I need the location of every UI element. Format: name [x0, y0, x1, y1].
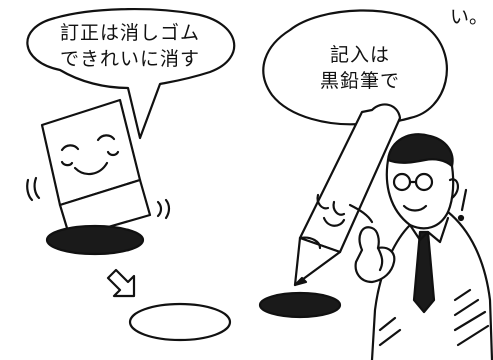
empty-mark-oval [128, 302, 232, 342]
arrow-icon [106, 268, 136, 298]
eraser-bubble-text: 訂正は消しゴム できれいに消す [40, 20, 220, 72]
eraser-bubble-line-2: できれいに消す [59, 48, 200, 70]
pencil-character [293, 103, 402, 287]
man-figure [354, 133, 493, 360]
filled-mark-oval [45, 224, 145, 256]
corner-text: い。 [450, 6, 489, 28]
speech-bubble-eraser [26, 7, 236, 140]
pencil-bubble-text: 記入は 黒鉛筆で [285, 42, 435, 94]
pencil-mark-oval [258, 291, 342, 319]
pencil-bubble-line-2: 黒鉛筆で [319, 70, 400, 92]
eraser-character [26, 98, 171, 240]
eraser-bubble-line-1: 訂正は消しゴム [59, 22, 200, 44]
pencil-bubble-line-1: 記入は [329, 44, 390, 66]
